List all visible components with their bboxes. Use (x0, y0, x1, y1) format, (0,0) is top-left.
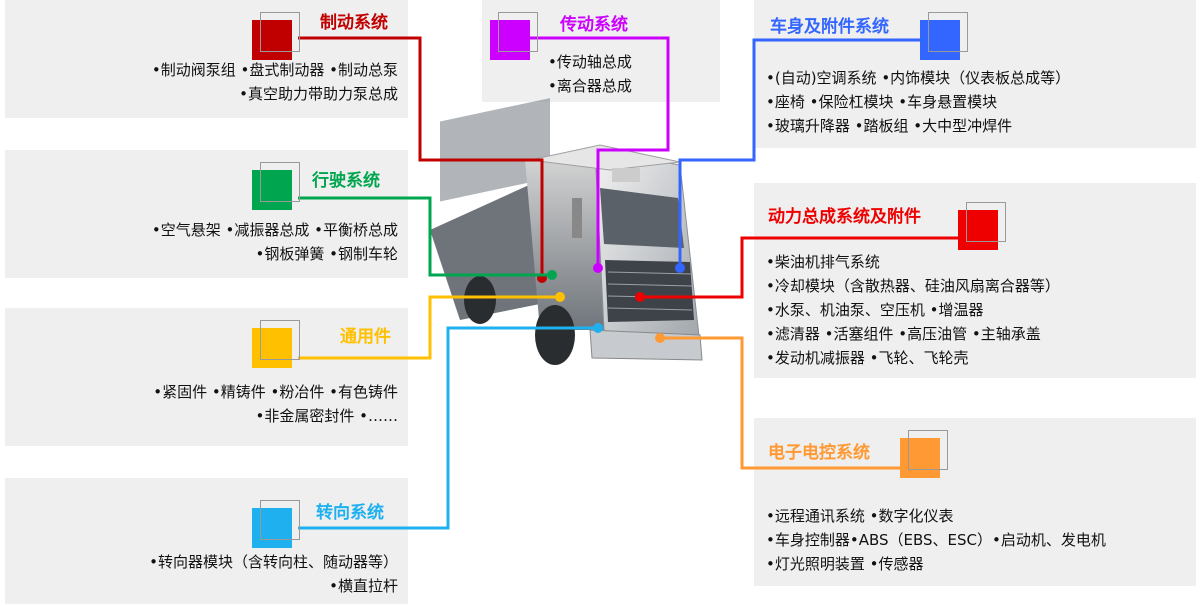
general-title: 通用件 (340, 327, 391, 347)
steering-items: •转向器模块（含转向柱、随动器等） •横直拉杆 (149, 550, 398, 598)
running-item-1: •空气悬架 •减振器总成 •平衡桥总成 (151, 221, 398, 239)
power-items: •柴油机排气系统 •冷却模块（含散热器、硅油风扇离合器等） •水泵、机油泵、空压… (766, 250, 1060, 370)
brake-connector (298, 36, 544, 278)
electronic-items: •远程通讯系统 •数字化仪表 •车身控制器•ABS（EBS、ESC）•启动机、发… (766, 504, 1106, 576)
body-color-square (920, 12, 968, 60)
running-item-2: •钢板弹簧 •钢制车轮 (255, 245, 398, 263)
general-panel (5, 308, 408, 446)
drive-item-2: •离合器总成 (548, 77, 632, 95)
drive-item-1: •传动轴总成 (548, 53, 632, 71)
running-title: 行驶系统 (312, 171, 380, 191)
steering-title: 转向系统 (316, 503, 384, 523)
body-item-3: •玻璃升降器 •踏板组 •大中型冲焊件 (766, 117, 1013, 135)
running-color-square (252, 162, 300, 210)
drive-connector (530, 36, 670, 268)
power-item-2: •冷却模块（含散热器、硅油风扇离合器等） (766, 277, 1060, 295)
general-items: •紧固件 •精铸件 •粉冶件 •有色铸件 •非金属密封件 •…… (153, 380, 398, 428)
general-item-1: •紧固件 •精铸件 •粉冶件 •有色铸件 (153, 383, 398, 401)
steering-item-2: •横直拉杆 (329, 577, 398, 595)
body-items: •(自动)空调系统 •内饰模块（仪表板总成等） •座椅 •保险杠模块 •车身悬置… (766, 66, 1070, 138)
drive-title: 传动系统 (560, 15, 628, 35)
electronic-panel (754, 418, 1196, 586)
power-color-square (958, 202, 1006, 250)
electronic-title: 电子电控系统 (768, 443, 870, 463)
power-item-1: •柴油机排气系统 (766, 253, 880, 271)
body-item-1: •(自动)空调系统 •内饰模块（仪表板总成等） (766, 69, 1071, 87)
brake-items: •制动阀泵组 •盘式制动器 •制动总泵 •真空助力带助力泵总成 (152, 58, 398, 106)
brake-panel (5, 0, 408, 118)
drive-color-square (490, 12, 538, 60)
electronic-item-3: •灯光照明装置 •传感器 (766, 555, 924, 573)
electronic-item-1: •远程通讯系统 •数字化仪表 (766, 507, 954, 525)
electronic-color-square (900, 430, 948, 478)
electronic-item-2: •车身控制器•ABS（EBS、ESC）•启动机、发电机 (766, 531, 1106, 549)
body-connector (678, 38, 935, 268)
truck-body (430, 98, 703, 365)
brake-color-square (252, 12, 300, 60)
running-connector (298, 196, 552, 277)
running-panel (5, 150, 408, 278)
steering-color-square (252, 500, 300, 548)
brake-item-1: •制动阀泵组 •盘式制动器 •制动总泵 (151, 61, 398, 79)
general-item-2: •非金属密封件 •…… (255, 407, 398, 425)
power-item-3: •水泵、机油泵、空压机 •增温器 (766, 301, 984, 319)
general-connector (298, 295, 560, 360)
body-panel (754, 0, 1196, 148)
body-title: 车身及附件系统 (770, 17, 889, 37)
steering-connector (298, 326, 598, 530)
brake-title: 制动系统 (320, 13, 388, 33)
running-items: •空气悬架 •减振器总成 •平衡桥总成 •钢板弹簧 •钢制车轮 (152, 218, 398, 266)
power-connector (640, 236, 970, 299)
steering-item-1: •转向器模块（含转向柱、随动器等） (149, 553, 398, 571)
drive-items: •传动轴总成 •离合器总成 (548, 50, 632, 98)
steering-panel (5, 478, 408, 604)
power-title: 动力总成系统及附件 (768, 207, 921, 227)
power-item-5: •发动机减振器 •飞轮、飞轮壳 (766, 349, 969, 367)
power-item-4: •滤清器 •活塞组件 •高压油管 •主轴承盖 (766, 325, 1041, 343)
body-item-2: •座椅 •保险杠模块 •车身悬置模块 (766, 93, 998, 111)
electronic-connector (660, 336, 900, 470)
brake-item-2: •真空助力带助力泵总成 (239, 85, 398, 103)
general-color-square (252, 320, 300, 368)
